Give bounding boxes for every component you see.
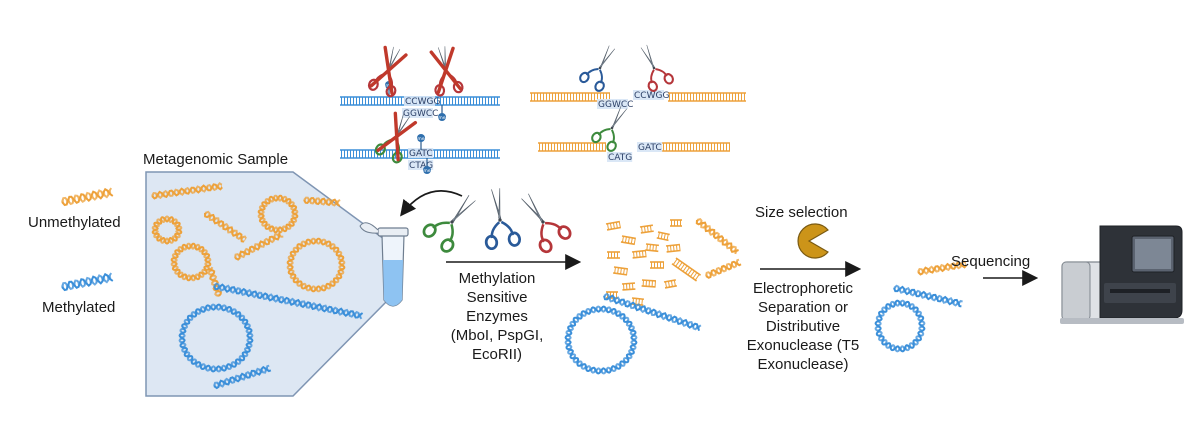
short-unmethylated-fragment: [672, 258, 701, 281]
short-unmethylated-fragment: [640, 225, 654, 233]
blocked-scissors-icon: [428, 45, 463, 97]
svg-text:GATC: GATC: [638, 143, 662, 153]
cut-unmethylated-fragment: [538, 143, 606, 151]
cut-unmethylated-fragment: [662, 143, 730, 151]
short-unmethylated-fragment: [621, 236, 636, 244]
circular-methylated-dna: [876, 301, 925, 352]
digested-fragments: [566, 219, 741, 373]
unmethylated-label: Unmethylated: [28, 213, 121, 232]
short-unmethylated-fragment: [664, 280, 677, 288]
unmethylated-site-label: GATC: [637, 142, 662, 153]
circular-methylated-dna: [566, 307, 637, 374]
svg-text:GATC: GATC: [409, 149, 433, 159]
short-unmethylated-fragment: [642, 280, 656, 287]
short-unmethylated-fragment: [632, 251, 647, 258]
size-selected-dna: [876, 261, 967, 351]
blue-scissors-icon: [479, 186, 520, 249]
svg-text:CATG: CATG: [608, 153, 632, 163]
svg-text:CCWGG: CCWGG: [634, 91, 669, 101]
active-scissors-icon: [579, 41, 624, 93]
short-unmethylated-fragment: [645, 244, 659, 251]
size-label-line: Electrophoretic: [747, 279, 860, 298]
active-scissors-icon: [632, 41, 674, 92]
methylated-legend-helix: [62, 273, 113, 290]
digest-label-line: Enzymes: [451, 307, 544, 326]
sequencer-icon: [1060, 226, 1184, 324]
short-unmethylated-fragment: [606, 222, 621, 230]
short-unmethylated-fragment: [650, 262, 664, 268]
digest-label-line: (MboI, PspGI,: [451, 326, 544, 345]
size-selection-method-label: Electrophoretic Separation or Distributi…: [747, 279, 860, 374]
methylated-label: Methylated: [42, 298, 115, 317]
unmethylated-legend-helix: [62, 188, 113, 205]
svg-text:me: me: [438, 116, 445, 121]
linear-unmethylated-dna: [706, 260, 741, 278]
unmethylated-site-label: CCWGG: [633, 90, 669, 101]
svg-text:GGWCC: GGWCC: [403, 109, 438, 119]
svg-text:GGWCC: GGWCC: [598, 100, 633, 110]
unmethylated-site-label: GGWCC: [597, 99, 633, 110]
enzyme-scissors-group: [422, 186, 573, 254]
linear-unmethylated-dna: [697, 219, 739, 254]
digest-label-line: EcoRII): [451, 345, 544, 364]
size-label-line: Separation or: [747, 298, 860, 317]
red-scissors-icon: [511, 187, 572, 254]
digest-label: Methylation Sensitive Enzymes (MboI, Psp…: [451, 269, 544, 364]
cut-unmethylated-fragment: [668, 93, 746, 101]
short-unmethylated-fragment: [622, 283, 635, 290]
unmethylated-helix: [62, 188, 113, 205]
digest-label-line: Methylation: [451, 269, 544, 288]
size-label-line: Distributive: [747, 317, 860, 336]
digest-label-line: Sensitive: [451, 288, 544, 307]
short-unmethylated-fragment: [613, 267, 628, 275]
curved-arrow: [402, 191, 462, 214]
short-unmethylated-fragment: [657, 232, 670, 240]
methylated-site-bottom-strand: GGWCC: [402, 108, 438, 119]
methyl-mark: me: [438, 105, 446, 121]
svg-text:CCWGG: CCWGG: [405, 97, 440, 107]
sequencing-label: Sequencing: [951, 252, 1030, 271]
short-unmethylated-fragment: [607, 252, 620, 258]
exonuclease-pacman-icon: [798, 224, 828, 258]
size-selection-title: Size selection: [755, 203, 848, 222]
svg-text:me: me: [423, 169, 430, 174]
methyl-mark: me: [417, 134, 425, 150]
size-label-line: Exonuclease (T5: [747, 336, 860, 355]
unmethylated-site-label: CATG: [607, 152, 632, 163]
short-unmethylated-fragment: [670, 220, 682, 226]
short-unmethylated-fragment: [666, 245, 681, 252]
size-label-line: Exonuclease): [747, 355, 860, 374]
methylated-helix: [62, 273, 113, 290]
green-scissors-icon: [422, 187, 486, 254]
sample-title: Metagenomic Sample: [143, 150, 288, 169]
svg-text:me: me: [417, 137, 424, 142]
methylated-site-top-strand: CCWGG: [404, 96, 440, 107]
